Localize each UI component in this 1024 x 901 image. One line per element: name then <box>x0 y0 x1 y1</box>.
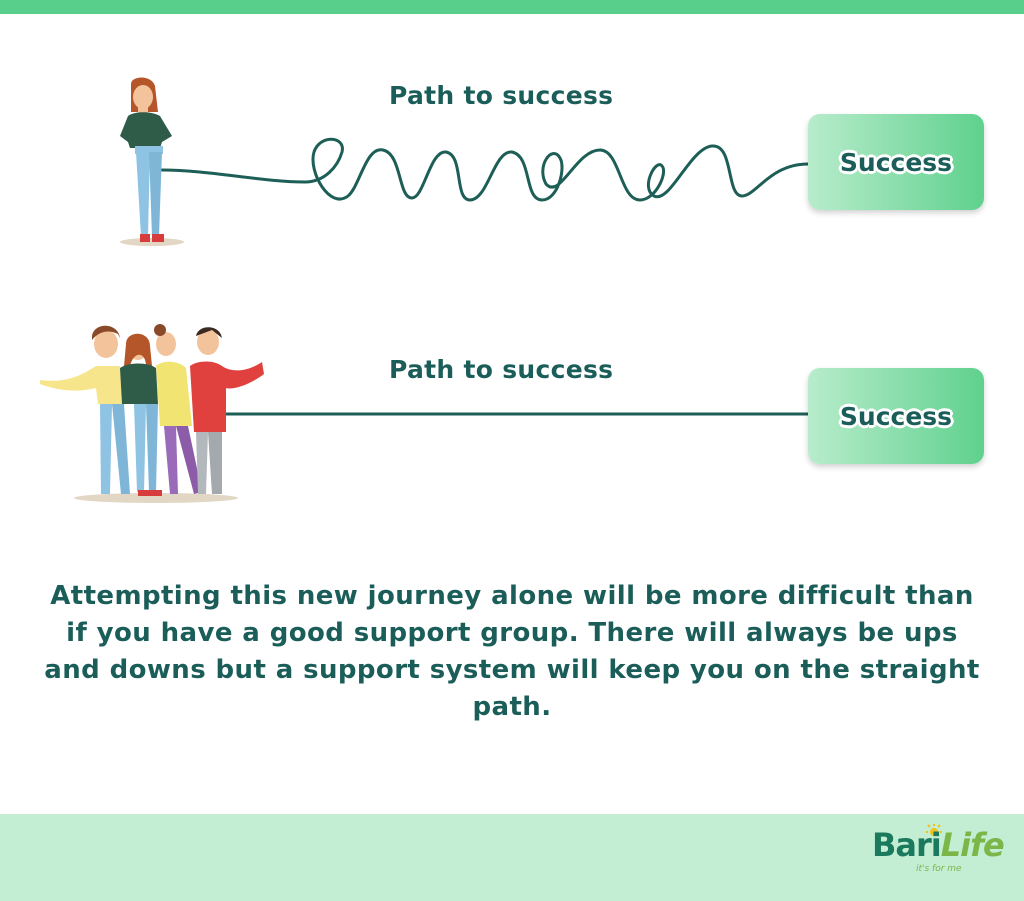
footer-band <box>0 814 1024 901</box>
path-title-alone: Path to success <box>389 81 614 110</box>
brand-logo: BariLife it's for me <box>872 826 1005 878</box>
success-box-alone: Success <box>808 114 984 210</box>
friends-group-figure <box>40 324 264 503</box>
success-label: Success <box>839 401 953 431</box>
wavy-path-line <box>160 137 810 202</box>
brand-tagline: it's for me <box>916 864 962 874</box>
path-title-group: Path to success <box>389 355 614 384</box>
success-label: Success <box>839 147 953 177</box>
top-accent-bar <box>0 0 1024 14</box>
woman-alone-figure <box>120 77 184 246</box>
success-box-group: Success <box>808 368 984 464</box>
brand-name: BariLife <box>872 826 1005 864</box>
sun-icon <box>926 824 942 836</box>
caption-text: Attempting this new journey alone will b… <box>44 581 980 722</box>
